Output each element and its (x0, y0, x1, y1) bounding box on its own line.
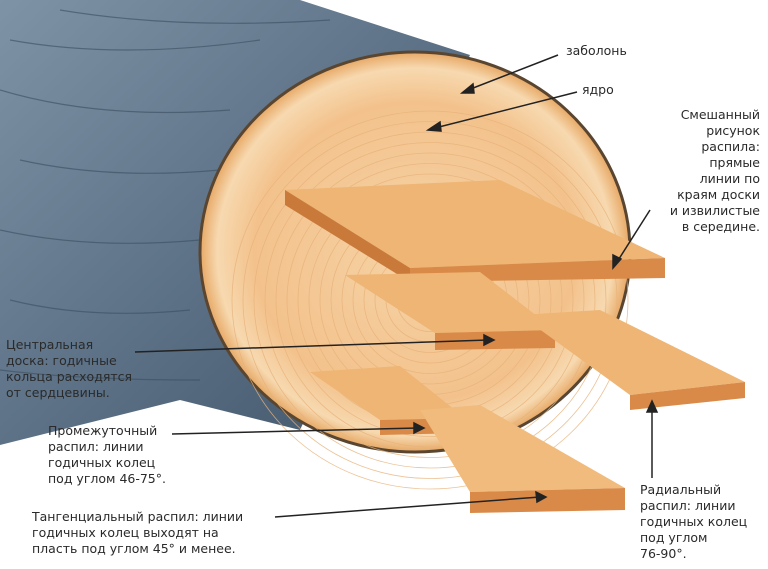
growth-ring (275, 152, 585, 448)
bark-texture (0, 9, 331, 381)
growth-ring (264, 142, 596, 458)
label-tangential-sawing: Тангенциальный распил: линии годичных ко… (32, 509, 244, 556)
board-tangential (420, 405, 625, 513)
board-radial (520, 310, 745, 410)
growth-ring (286, 163, 574, 437)
label-sapwood: заболонь (566, 43, 627, 58)
leader-lines (134, 54, 659, 518)
label-intermediate-sawing: Промежуточный распил: линии годичных кол… (48, 423, 166, 486)
growth-ring (231, 110, 629, 490)
label-heartwood: ядро (582, 82, 614, 97)
label-mixed-sawing: Смешанный рисунок распила: прямые линии … (669, 107, 760, 234)
growth-ring (242, 121, 618, 479)
label-radial-sawing: Радиальный распил: линии годичных колец … (640, 482, 748, 561)
label-central-board: Центральная доска: годичные кольца расхо… (6, 337, 133, 400)
growth-ring (253, 131, 607, 469)
